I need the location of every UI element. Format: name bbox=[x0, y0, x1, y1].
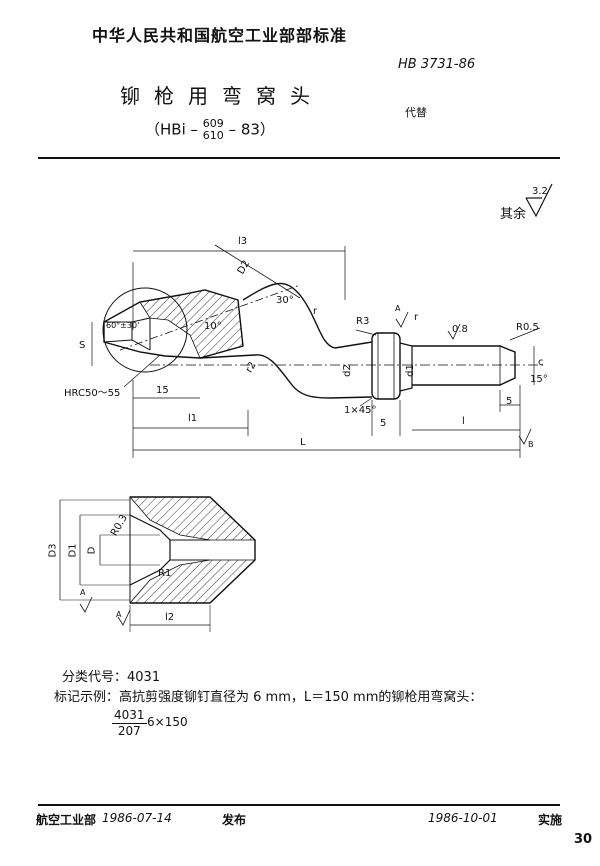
dim-D1: D1 bbox=[67, 543, 79, 558]
marking-size: 6×150 bbox=[147, 715, 188, 729]
dim-d2: d2 bbox=[341, 364, 353, 377]
hardness-note: HRC50～55 bbox=[64, 388, 121, 399]
dim-c: c bbox=[538, 357, 544, 368]
subtitle-fraction: 609 610 bbox=[203, 118, 224, 142]
footer-issue-label: 发布 bbox=[222, 813, 247, 827]
footer-rule bbox=[38, 804, 560, 806]
subtitle-prefix: （HBi – bbox=[145, 120, 199, 139]
roughness-ref-c: A bbox=[80, 588, 86, 597]
dim-l1: l1 bbox=[188, 413, 198, 424]
replaces-label: 代替 bbox=[405, 106, 427, 119]
footer-issuer: 航空工业部 bbox=[36, 813, 97, 827]
footer-impl-label: 实施 bbox=[538, 813, 563, 827]
angle-60: 60°±30' bbox=[106, 321, 140, 330]
dim-l: l bbox=[462, 416, 465, 427]
standard-code: HB 3731-86 bbox=[398, 57, 476, 72]
dim-D: D bbox=[86, 546, 98, 555]
dim-S: S bbox=[79, 340, 86, 351]
roughness-ref-a: A bbox=[395, 304, 401, 313]
angle-30: 30° bbox=[276, 295, 294, 306]
chamfer: 1×45° bbox=[344, 405, 377, 416]
roughness-0-8: 0.8 bbox=[452, 324, 468, 335]
subtitle-frac-bottom: 610 bbox=[202, 129, 224, 142]
header-rule bbox=[38, 157, 560, 159]
footer-impl-date: 1986-10-01 bbox=[428, 811, 498, 825]
standard-organization: 中华人民共和国航空工业部部标准 bbox=[92, 26, 348, 45]
marking-example: 标记示例：高抗剪强度铆钉直径为 6 mm，L＝150 mm的铆枪用弯窝头： bbox=[54, 690, 483, 705]
detail-view bbox=[59, 496, 256, 632]
page-number: 30 bbox=[574, 832, 593, 847]
roughness-ref-b: B bbox=[528, 440, 534, 449]
document-subtitle: （HBi – 609 610 – 83） bbox=[145, 118, 275, 142]
dim-L: L bbox=[300, 437, 306, 448]
main-view bbox=[91, 244, 545, 458]
dim-15: 15 bbox=[156, 385, 169, 396]
radius-R0-5: R0.5 bbox=[516, 322, 539, 333]
radius-R1: R1 bbox=[158, 568, 172, 579]
dim-d1: d1 bbox=[404, 364, 416, 377]
dim-5-collar: 5 bbox=[380, 418, 387, 429]
subtitle-frac-top: 609 bbox=[202, 117, 224, 130]
dim-D3: D3 bbox=[47, 543, 59, 558]
dim-l3: l3 bbox=[238, 236, 248, 247]
classification-code: 分类代号：4031 bbox=[62, 670, 161, 685]
surface-r: r bbox=[414, 312, 419, 323]
document-title: 铆枪用弯窝头 bbox=[120, 84, 324, 108]
radius-r: r bbox=[313, 306, 318, 317]
roughness-ref-d: A bbox=[116, 610, 122, 619]
angle-15: 15° bbox=[530, 374, 548, 385]
marking-code-bottom: 207 bbox=[117, 724, 141, 738]
angle-10: 10° bbox=[204, 321, 222, 332]
dim-l2: l2 bbox=[165, 612, 175, 623]
roughness-label: 其余 bbox=[500, 207, 527, 222]
roughness-value: 3.2 bbox=[532, 186, 548, 197]
marking-code: 4031 207 bbox=[112, 708, 147, 739]
subtitle-suffix: – 83） bbox=[228, 120, 275, 139]
dim-5-tail: 5 bbox=[506, 396, 513, 407]
roughness-symbol-icon bbox=[525, 183, 553, 218]
marking-code-top: 4031 bbox=[112, 708, 147, 724]
footer-issue-date: 1986-07-14 bbox=[102, 811, 172, 825]
radius-R3: R3 bbox=[356, 316, 370, 327]
